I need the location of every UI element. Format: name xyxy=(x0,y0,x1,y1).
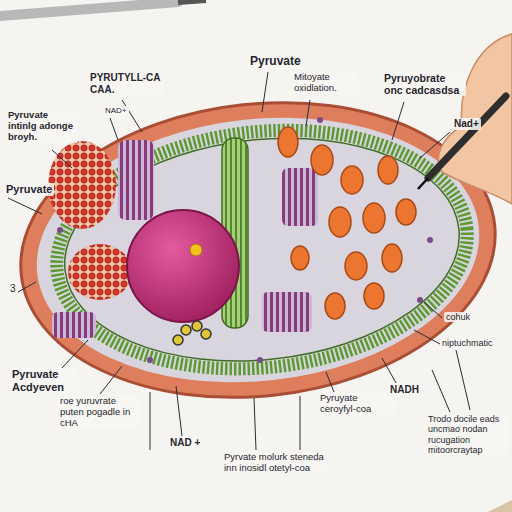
granule-cluster xyxy=(68,244,132,300)
annotation-label: roe yuruvrate puten pogadle in cHA xyxy=(58,396,140,429)
er-stack xyxy=(118,140,154,220)
vesicles xyxy=(278,127,416,319)
drawing-pen xyxy=(428,96,506,178)
nucleolus xyxy=(190,244,202,256)
annotation-label: Pyruyobrate onc cadcasdsa xyxy=(382,72,466,96)
er-stack xyxy=(282,168,318,226)
annotation-label: Pyruvate xyxy=(4,183,54,196)
annotation-label: Pyrvate molurk steneda inn inosidl otety… xyxy=(222,452,326,474)
nucleus xyxy=(127,210,239,322)
cell-membrane xyxy=(6,80,510,420)
annotation-label: Nad+ xyxy=(452,118,481,130)
pen xyxy=(0,2,178,16)
er-stack xyxy=(52,312,96,338)
golgi xyxy=(173,321,211,345)
annotation-label: 3 xyxy=(8,283,18,295)
annotation-label: PYRUTYLL-CA CAA. xyxy=(88,72,164,95)
annotation-label: NAD + xyxy=(168,437,202,449)
annotation-label: Pyruvate Acdyeven xyxy=(10,368,78,393)
er-stack xyxy=(262,292,312,332)
annotation-label: cohuk xyxy=(444,312,472,322)
granule-cluster xyxy=(48,141,116,229)
annotation-label: Mitoyate oxidlation. xyxy=(292,72,358,94)
annotation-label: Pyruvate xyxy=(248,55,303,69)
pen-tip xyxy=(418,178,428,189)
annotation-label: niptuchmatic xyxy=(440,338,495,348)
pen-tip xyxy=(178,0,206,2)
cristae-edge xyxy=(54,119,471,379)
cytoplasm xyxy=(24,97,493,404)
hand xyxy=(438,34,512,204)
small-dots xyxy=(57,117,433,363)
annotation-label: Pyruyate ceroyfyl-coa xyxy=(318,393,396,415)
annotation-label: NAD+ xyxy=(103,106,129,115)
cristae-band xyxy=(45,111,479,389)
annotation-label: Trodo docile eads uncmao nodan rucugatio… xyxy=(426,414,508,455)
annotation-label: Pyruvate intinlg adonge broyh. xyxy=(6,110,78,143)
